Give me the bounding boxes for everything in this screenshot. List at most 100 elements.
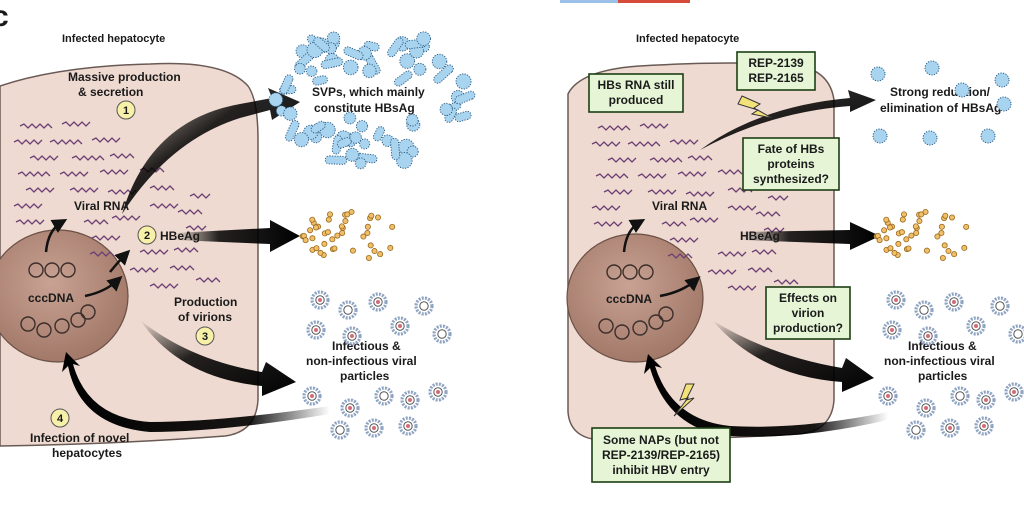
svp-sphere <box>395 152 413 169</box>
rna-strand <box>91 137 121 143</box>
virion-genome <box>406 424 410 428</box>
svp-filament <box>454 110 472 123</box>
top-strip-blue <box>560 0 618 3</box>
hbeag-dot <box>923 247 930 254</box>
right-naps-box <box>591 427 731 483</box>
left-particles-line1: Infectious & <box>332 339 401 353</box>
rna-strand <box>727 205 757 211</box>
left-production-line1: Production <box>174 295 237 309</box>
hbeag-dot <box>905 245 912 252</box>
right-cccdna-label: cccDNA <box>606 292 652 306</box>
svp-sphere <box>283 106 298 121</box>
virion-genome <box>948 426 952 430</box>
virion-genome <box>318 298 322 302</box>
left-badge-1: 1 <box>116 100 136 120</box>
rna-strand <box>751 249 777 255</box>
hbeag-dot <box>302 237 309 244</box>
svp-sphere <box>349 131 362 144</box>
virion-capsid <box>343 305 353 315</box>
left-cccdna-label: cccDNA <box>28 291 74 305</box>
hbeag-dot <box>375 214 382 221</box>
left-badge-4: 4 <box>50 408 70 428</box>
rna-strand <box>755 211 781 217</box>
left-arrow-ccc-out <box>84 275 123 298</box>
right-lightning-bolt-top <box>737 95 773 119</box>
svp-filament <box>284 119 300 142</box>
left-badge-4-text: 4 <box>57 413 64 425</box>
hbeag-dot <box>883 216 890 223</box>
rna-strand <box>593 221 623 227</box>
right-fate-box <box>742 137 840 191</box>
hbeag-dot <box>938 230 945 237</box>
rna-strand <box>149 283 179 289</box>
rna-strand <box>13 139 43 145</box>
hbeag-dot <box>367 242 374 249</box>
left-step1-line2: & secretion <box>78 85 143 99</box>
virion-genome <box>974 324 978 328</box>
hbeag-dot <box>908 232 915 239</box>
left-step1-line1: Massive production <box>68 70 181 84</box>
left-hbeag-dots <box>299 208 396 262</box>
svp-sphere <box>954 82 970 98</box>
right-panel: Infected hepatocyte cccDNA HBs RNA still… <box>566 33 1024 483</box>
left-production-line2: of virions <box>178 310 232 324</box>
virion-genome <box>1012 390 1016 394</box>
svp-filament <box>394 70 413 87</box>
virion-genome <box>982 424 986 428</box>
hbeag-dot <box>916 218 923 225</box>
svp-sphere <box>305 65 318 77</box>
hbeag-dot <box>309 216 316 223</box>
virion-genome <box>408 398 412 402</box>
hbeag-dot <box>309 235 316 242</box>
rna-strand <box>189 193 211 199</box>
rna-strand <box>591 141 621 147</box>
virion-capsid <box>419 301 429 311</box>
virion-capsid <box>995 301 1005 311</box>
hbeag-dot <box>887 245 894 252</box>
svp-sphere <box>455 73 472 90</box>
right-arrow-to-rna <box>622 219 646 253</box>
left-hbeag-label: HBeAg <box>160 229 200 243</box>
left-svp-cloud <box>268 31 476 170</box>
svp-sphere <box>413 62 427 76</box>
virion-genome <box>348 406 352 410</box>
right-virion-wedge-arrow <box>712 320 874 392</box>
right-effects-line1: Effects on <box>779 291 837 305</box>
rna-strand <box>15 219 45 225</box>
hbeag-dot <box>951 251 958 258</box>
rna-strand <box>177 209 203 215</box>
virion-genome <box>310 394 314 398</box>
hbeag-dot <box>313 245 320 252</box>
hbeag-dot <box>387 244 394 251</box>
svp-filament <box>313 36 330 53</box>
left-arrow-ccc-out2 <box>109 249 131 273</box>
svp-sphere <box>293 132 310 148</box>
rna-strand <box>17 171 51 177</box>
rna-strand <box>129 267 159 273</box>
svp-filament <box>279 74 294 95</box>
svp-sphere <box>996 96 1012 112</box>
hbeag-dot <box>344 211 351 218</box>
right-fate-line2: proteins <box>767 157 815 171</box>
svp-filament <box>390 137 401 161</box>
svp-sphere <box>922 130 938 146</box>
rna-strand <box>685 191 715 197</box>
rna-strand <box>669 237 699 243</box>
rna-strand <box>109 153 135 159</box>
cccdna-circle <box>598 318 614 334</box>
svp-sphere <box>405 113 419 127</box>
rna-strand <box>627 141 661 147</box>
cccdna-circle <box>606 264 622 280</box>
svp-sphere <box>994 72 1010 88</box>
virion-genome <box>372 426 376 430</box>
svp-sphere <box>431 53 448 70</box>
right-fate-line3: synthesized? <box>753 172 829 186</box>
rna-strand <box>667 253 693 259</box>
right-virion-particles <box>878 290 1024 440</box>
rna-strand <box>173 247 199 253</box>
svp-filament <box>343 46 364 61</box>
rna-strand <box>661 221 687 227</box>
hbeag-dot <box>312 224 319 231</box>
hbeag-dot <box>913 229 920 236</box>
